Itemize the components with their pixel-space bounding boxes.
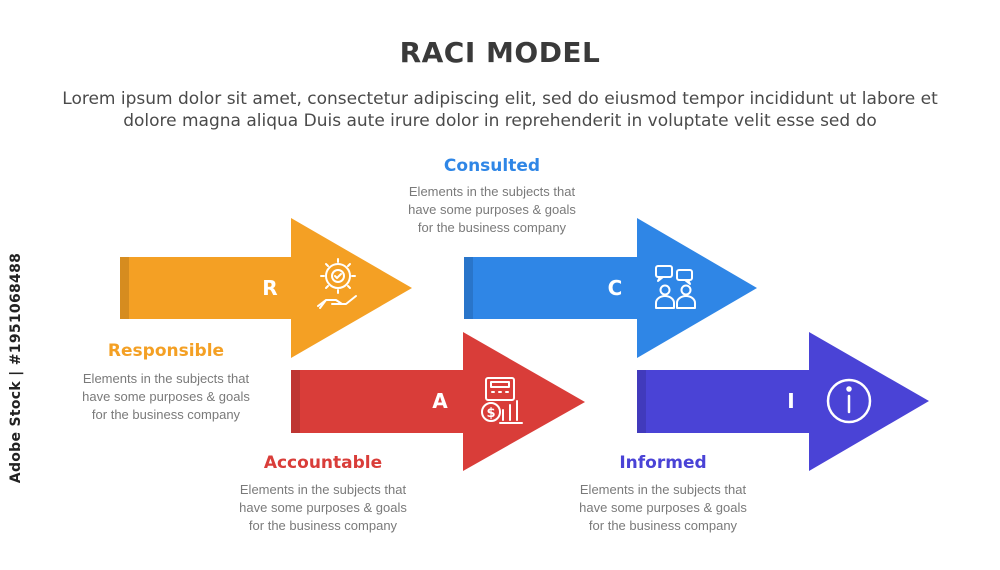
- page-subtitle: Lorem ipsum dolor sit amet, consectetur …: [62, 89, 938, 131]
- calculator-money-icon: $: [481, 377, 523, 424]
- letter-a: A: [432, 389, 448, 413]
- desc-accountable: Elements in the subjects that have some …: [239, 482, 407, 533]
- desc-responsible: Elements in the subjects that have some …: [82, 371, 250, 422]
- label-accountable: Accountable: [263, 453, 383, 473]
- desc-consulted: Elements in the subjects that have some …: [408, 184, 576, 235]
- svg-text:$: $: [486, 406, 495, 421]
- arrow-accountable: A $: [291, 332, 585, 471]
- letter-r: R: [262, 276, 277, 300]
- arrow-responsible: R: [120, 218, 412, 358]
- arrow-shape-consulted: [464, 218, 757, 358]
- letter-i: I: [787, 389, 794, 413]
- people-chat-icon: [655, 265, 696, 309]
- label-consulted: Consulted: [443, 156, 541, 176]
- gear-hand-icon: [317, 258, 357, 309]
- label-informed: Informed: [619, 453, 707, 473]
- desc-informed: Elements in the subjects that have some …: [579, 482, 747, 533]
- label-responsible: Responsible: [107, 341, 225, 361]
- page-title: RACI MODEL: [399, 36, 601, 69]
- arrow-informed: I: [637, 332, 929, 471]
- letter-c: C: [608, 276, 623, 300]
- arrow-consulted: C: [464, 218, 757, 358]
- arrow-shape-informed: [637, 332, 929, 471]
- arrow-shape-accountable: [291, 332, 585, 471]
- arrow-shape-responsible: [120, 218, 412, 358]
- info-icon: [826, 378, 872, 424]
